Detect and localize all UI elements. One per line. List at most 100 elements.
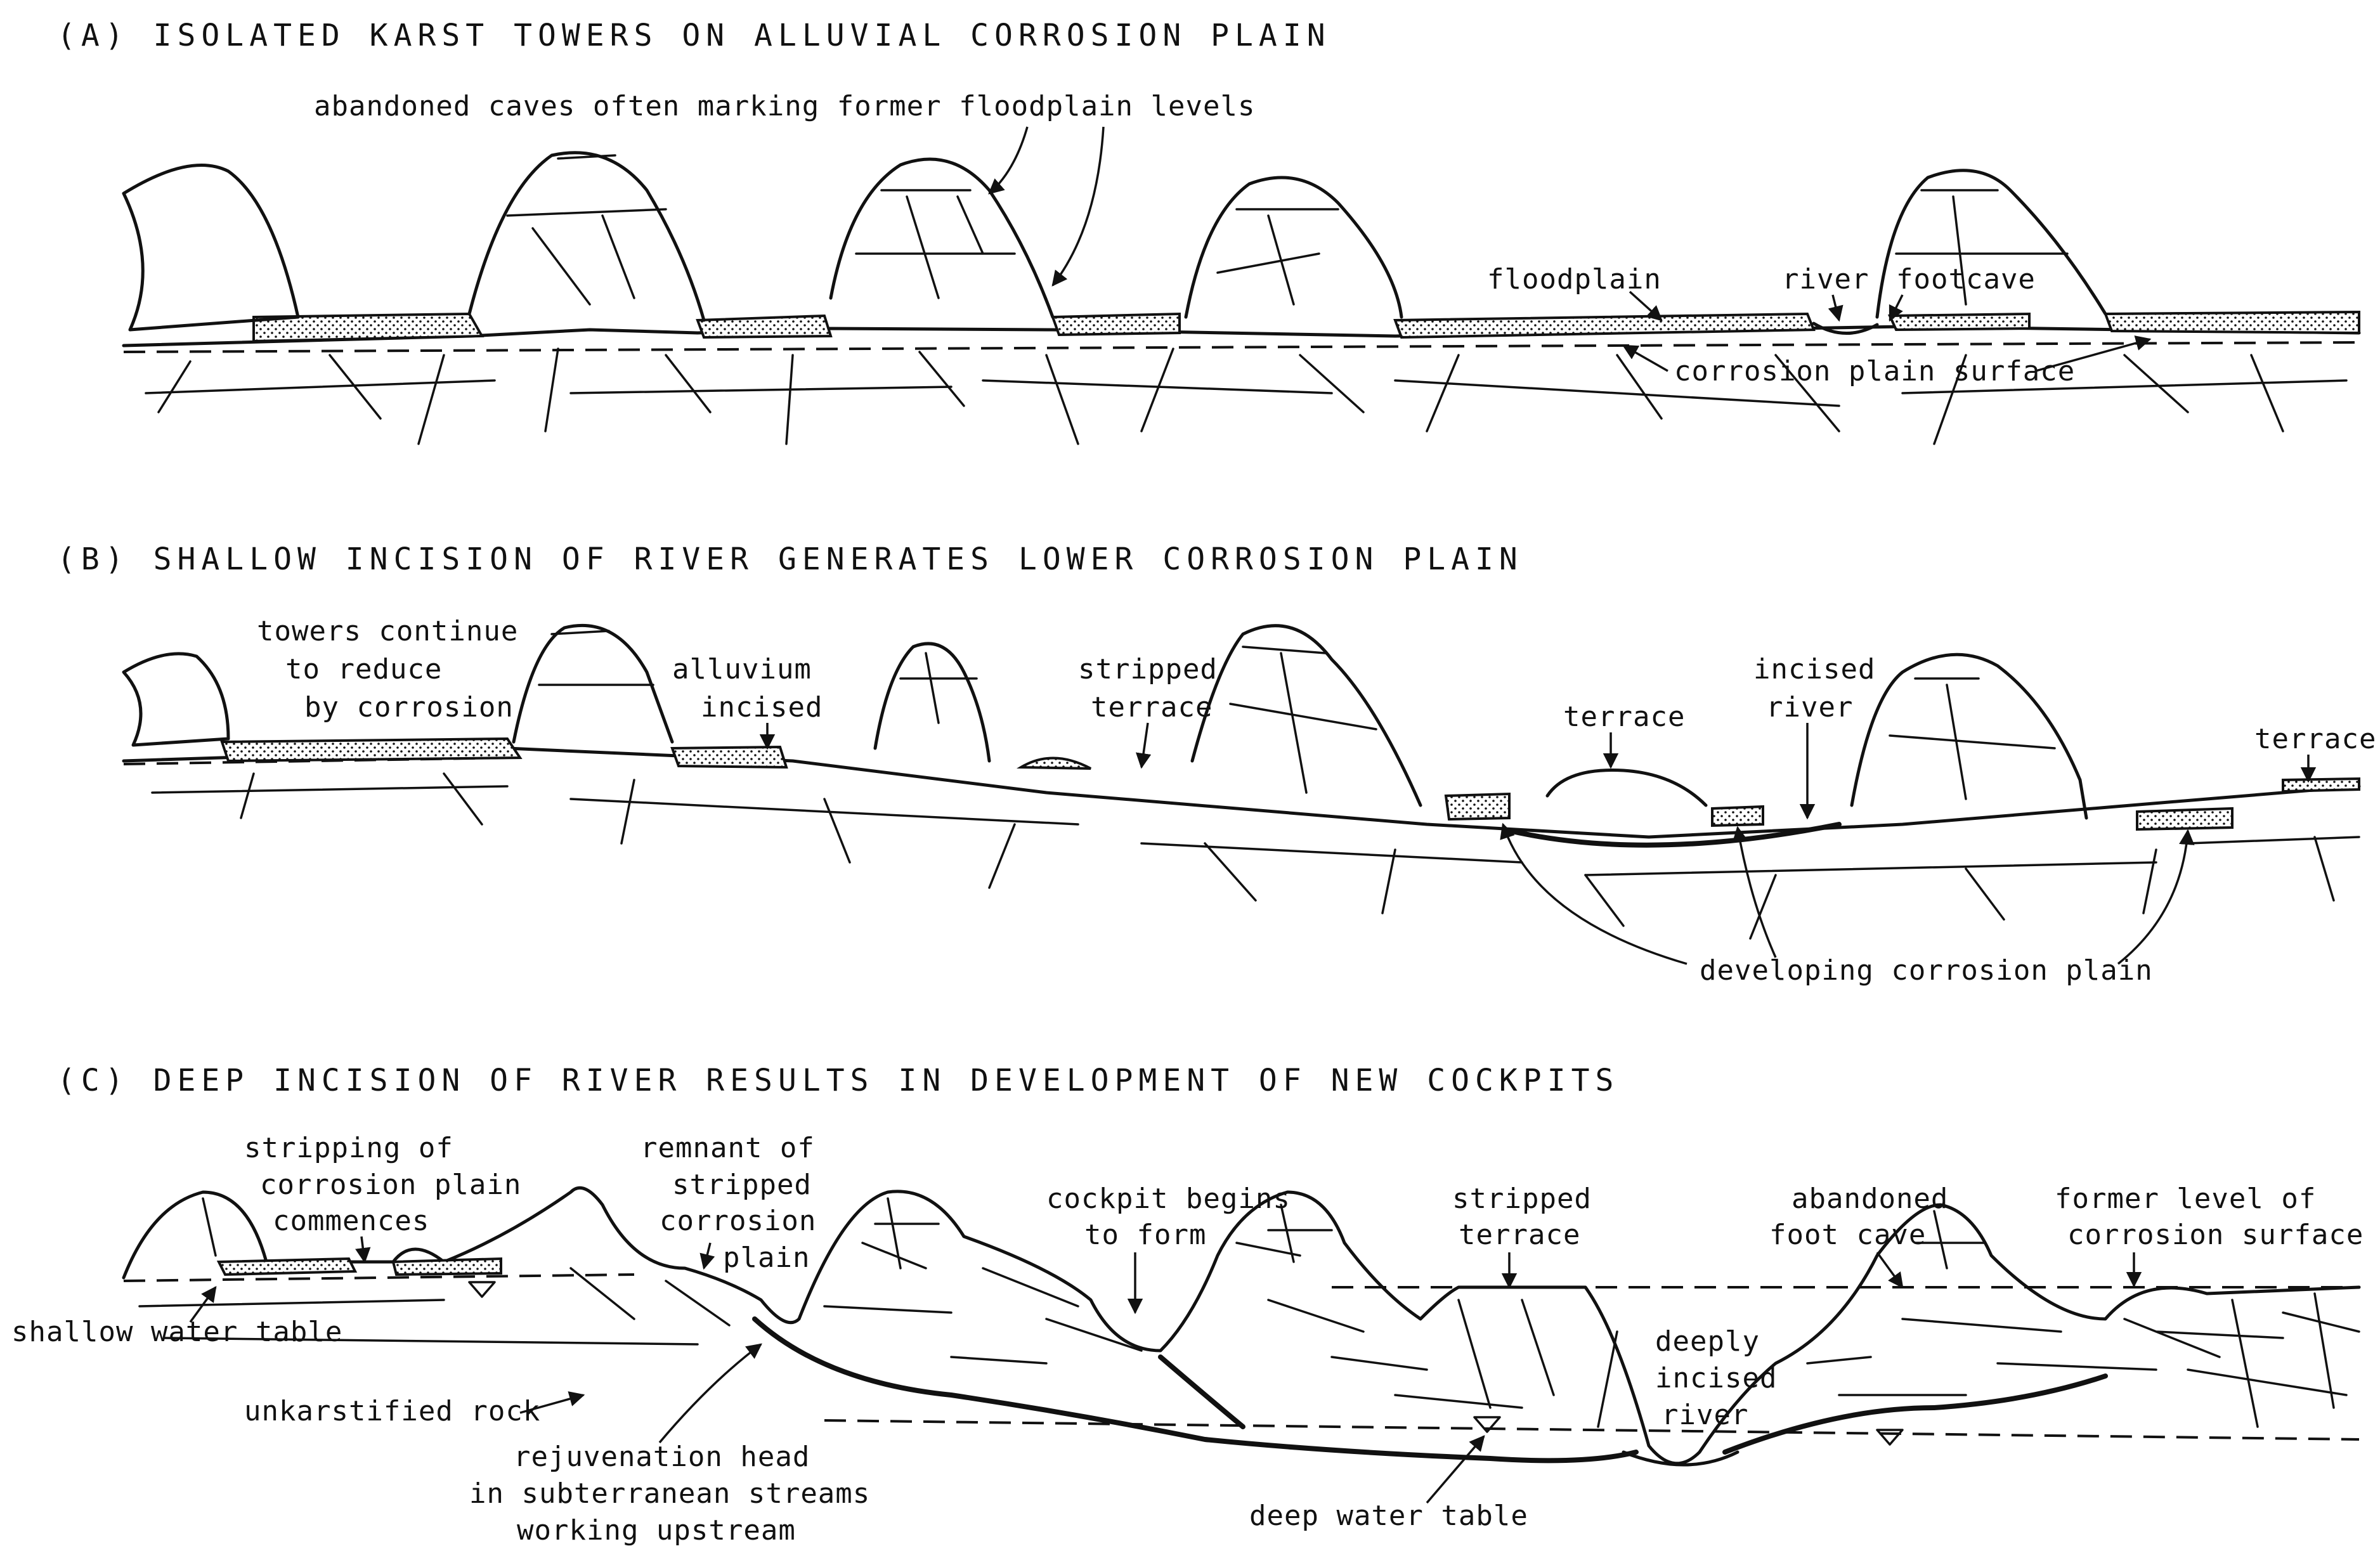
karst-tower	[1850, 652, 2088, 820]
label-commences: commences	[273, 1205, 429, 1237]
label-terrace-right: terrace	[2254, 723, 2376, 755]
arrow	[1732, 826, 1777, 958]
arrow	[189, 1286, 217, 1323]
tower-joints	[899, 652, 978, 724]
rock-joints	[240, 772, 2335, 940]
water-table-marker	[1876, 1429, 1904, 1446]
karst-tower	[1184, 176, 1403, 319]
panel-b: (B) SHALLOW INCISION OF RIVER GENERATES …	[57, 542, 2376, 987]
river-channel	[1812, 321, 1879, 335]
label-deep-water-table: deep water table	[1249, 1500, 1528, 1532]
label-stripped: stripped	[1078, 653, 1218, 685]
arrow	[1629, 290, 1663, 321]
label-remnant-of: remnant of	[641, 1132, 815, 1164]
label-shallow-water-table: shallow water table	[11, 1316, 342, 1348]
arrow	[1622, 344, 1668, 372]
label-floodplain: floodplain	[1487, 263, 1661, 295]
arrow	[699, 1242, 715, 1270]
arrow	[1500, 822, 1687, 965]
label-cockpit-begins: cockpit begins	[1046, 1183, 1291, 1215]
water-table-marker	[468, 1281, 496, 1298]
shallow-water-table	[123, 1273, 635, 1282]
deep-water-table	[824, 1419, 2360, 1441]
alluvium-remnant	[1016, 756, 1091, 770]
corrosion-plain-dashed	[123, 341, 2360, 353]
label-stripping-of: stripping of	[244, 1132, 453, 1164]
label-river-b: river	[1766, 691, 1853, 724]
karst-tower	[467, 151, 706, 322]
label-footcave: footcave	[1896, 263, 2036, 295]
label-river: river	[1782, 263, 1869, 295]
label-corrosion-plain-surface: corrosion plain surface	[1674, 355, 2075, 387]
tower-joints	[1216, 208, 1339, 306]
label-foot-cave: foot cave	[1769, 1219, 1926, 1251]
label-incised: incised	[701, 691, 823, 724]
label-to-reduce: to reduce	[285, 653, 442, 685]
alluvium-band	[1051, 312, 1181, 337]
label-working-upstream: working upstream	[517, 1514, 796, 1547]
label-terrace-mid: terrace	[1563, 701, 1685, 733]
label-towers-continue: towers continue	[257, 615, 518, 647]
karst-tower	[122, 652, 230, 747]
rock-bedding	[151, 785, 2360, 876]
arrow	[355, 1236, 371, 1264]
label-incised-upper: incised	[1753, 653, 1875, 685]
arrow	[2117, 829, 2195, 965]
stripped-alluvium	[391, 1257, 502, 1276]
karst-tower	[829, 157, 1055, 319]
panel-a: (A) ISOLATED KARST TOWERS ON ALLUVIAL CO…	[57, 18, 2361, 445]
karst-tower	[122, 164, 300, 332]
label-terrace: terrace	[1091, 691, 1213, 724]
arrow	[1135, 722, 1152, 769]
arrow	[1426, 1435, 1485, 1504]
arrow	[1876, 1251, 1904, 1289]
tower-joints	[855, 189, 1016, 299]
surface-profile	[122, 1186, 2361, 1465]
arrow	[519, 1391, 585, 1414]
label-stripped-terrace-1: stripped	[1452, 1183, 1592, 1215]
arrow	[1828, 294, 1844, 322]
alluvium-band	[1444, 792, 1511, 821]
incised-river-channel	[1622, 1450, 1739, 1467]
alluvium-band	[1711, 805, 1764, 828]
panel-a-title: (A) ISOLATED KARST TOWERS ON ALLUVIAL CO…	[57, 18, 1331, 53]
label-by-corrosion: by corrosion	[304, 691, 514, 724]
label-plain-c: plain	[723, 1242, 810, 1274]
alluvium-band	[252, 312, 484, 343]
alluvium-band	[1887, 312, 2031, 332]
alluvium-band	[670, 745, 788, 769]
rock-joints	[138, 1242, 2360, 1428]
terrace-alluvium	[2282, 777, 2360, 793]
tower-joints	[1229, 646, 1377, 794]
label-to-form: to form	[1084, 1219, 1206, 1251]
alluvium-band	[2136, 807, 2234, 831]
label-incised-c: incised	[1655, 1362, 1777, 1394]
label-stripped-c: stripped	[672, 1169, 812, 1201]
label-alluvium: alluvium	[672, 653, 812, 685]
label-abandoned-caves: abandoned caves often marking former flo…	[314, 90, 1255, 122]
arrow	[658, 1343, 762, 1444]
subterranean-stream	[752, 1316, 1639, 1464]
subterranean-channel	[1507, 822, 1842, 848]
panel-c: (C) DEEP INCISION OF RIVER RESULTS IN DE…	[11, 1063, 2364, 1547]
subterranean-stream	[1722, 1373, 2108, 1455]
tower-joints	[1889, 677, 2056, 800]
panel-b-title: (B) SHALLOW INCISION OF RIVER GENERATES …	[57, 542, 1523, 577]
label-corrosion-c: corrosion	[660, 1205, 816, 1237]
terrace-block	[1545, 769, 1708, 807]
label-unkarstified-rock: unkarstified rock	[244, 1395, 540, 1427]
label-stripped-terrace-2: terrace	[1459, 1219, 1580, 1251]
alluvium-band	[696, 314, 833, 339]
label-rejuvenation-head: rejuvenation head	[514, 1441, 810, 1473]
arrow	[1889, 294, 1904, 322]
label-deeply: deeply	[1655, 1325, 1760, 1358]
label-corrosion-surface: corrosion surface	[2067, 1219, 2364, 1251]
label-river-c: river	[1661, 1399, 1748, 1431]
arrow	[1051, 126, 1105, 287]
water-table-marker	[1473, 1416, 1501, 1433]
panel-c-title: (C) DEEP INCISION OF RIVER RESULTS IN DE…	[57, 1063, 1619, 1098]
plain-surface-line	[122, 746, 2361, 839]
karst-tower	[1190, 624, 1422, 807]
rock-joints	[157, 347, 2284, 445]
